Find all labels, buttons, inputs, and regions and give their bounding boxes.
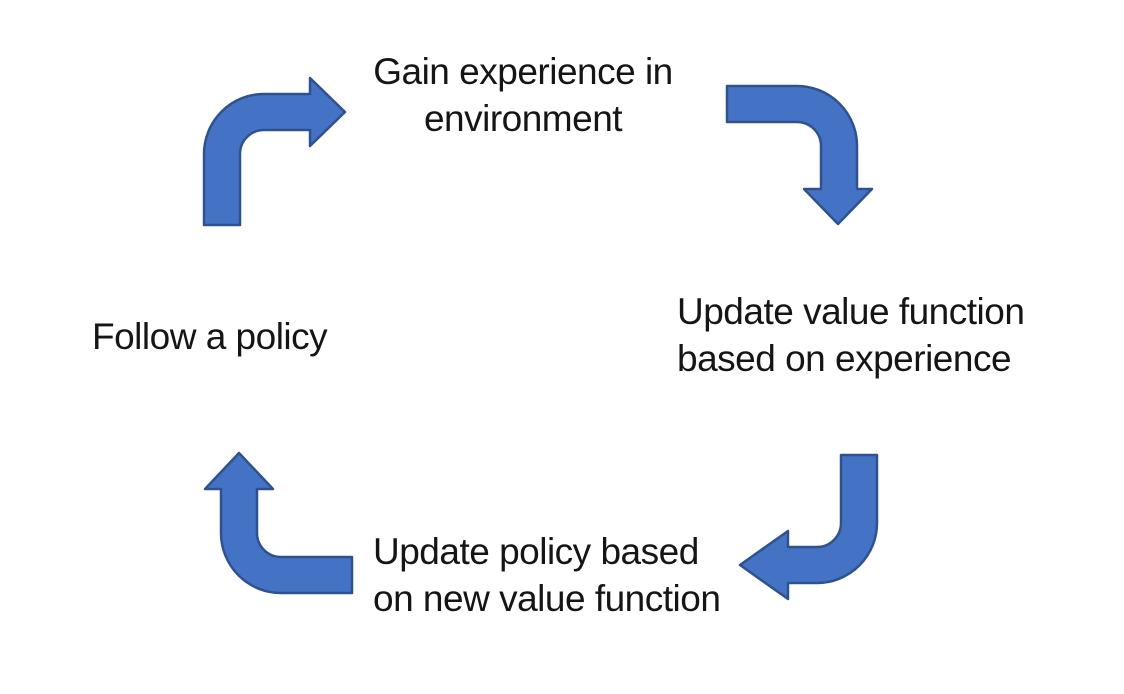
- node-update-policy: Update policy based on new value functio…: [373, 531, 721, 619]
- node-gain-experience: Gain experience in environment: [373, 51, 673, 139]
- curved-arrow-left-up-icon: [203, 451, 354, 595]
- node-update-value-function: Update value function based on experienc…: [677, 291, 1025, 379]
- node-follow-policy: Follow a policy: [92, 316, 328, 357]
- curved-arrow-right-down-icon: [725, 84, 874, 226]
- curved-arrow-up-right-icon: [202, 76, 347, 227]
- curved-arrow-down-left-icon: [738, 453, 879, 601]
